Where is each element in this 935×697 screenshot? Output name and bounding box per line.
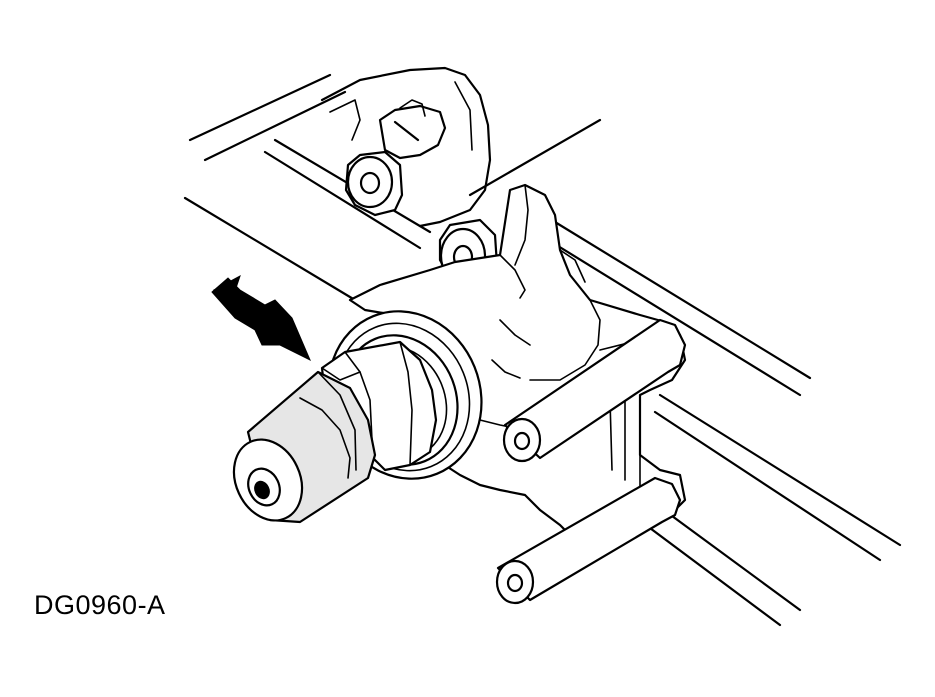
- upper-left-bushing: [344, 150, 404, 217]
- upper-bracket: [320, 66, 492, 228]
- sensor-barrel: [232, 370, 377, 524]
- right-lower-post: [495, 476, 682, 605]
- pointer-arrow: [211, 274, 311, 362]
- figure-code: DG0960-A: [34, 590, 166, 620]
- right-upper-post: [502, 318, 687, 463]
